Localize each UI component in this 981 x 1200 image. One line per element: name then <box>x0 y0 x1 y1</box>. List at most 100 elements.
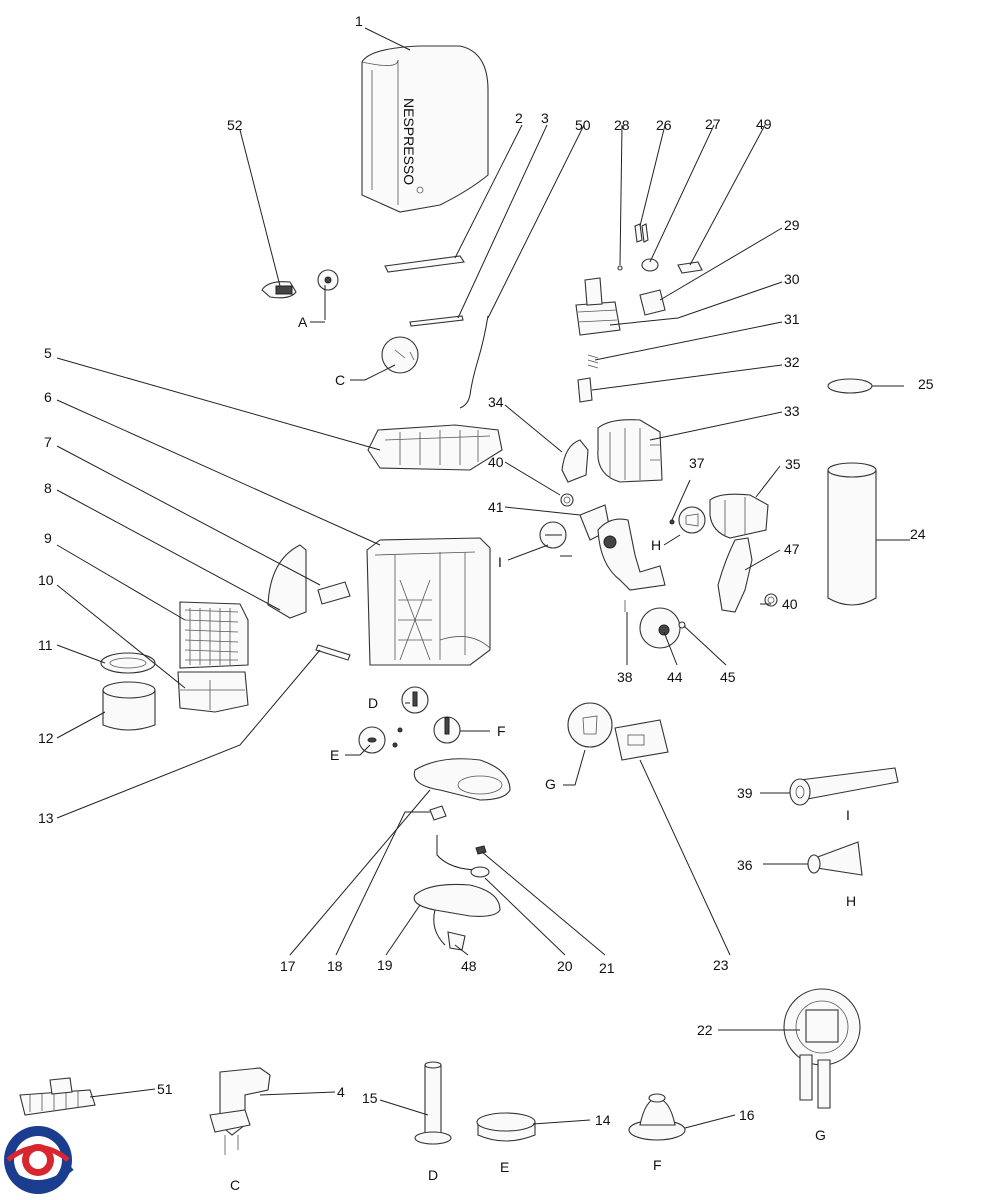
label-C2: C <box>230 1177 240 1193</box>
label-39: 39 <box>737 785 753 801</box>
label-32: 32 <box>784 354 800 370</box>
label-16: 16 <box>739 1107 755 1123</box>
part-4-c <box>209 1067 271 1155</box>
label-34: 34 <box>488 394 504 410</box>
company-logo <box>4 1126 74 1194</box>
label-H2: H <box>846 893 856 909</box>
part-40-washer-b <box>764 593 778 607</box>
label-41: 41 <box>488 499 504 515</box>
part-6-housing <box>366 537 491 666</box>
label-29: 29 <box>784 217 800 233</box>
part-22-valve-g <box>783 988 861 1109</box>
part-29 <box>639 289 666 316</box>
part-30-pump <box>575 277 621 336</box>
label-6: 6 <box>44 389 52 405</box>
callout-labels: 1 52 2 3 50 28 26 27 49 29 30 31 32 25 3… <box>38 13 934 1193</box>
label-19: 19 <box>377 957 393 973</box>
part-15-pin-d <box>414 1061 452 1145</box>
part-51-connector <box>19 1077 96 1116</box>
part-33-thermoblock <box>597 419 663 483</box>
label-E1: E <box>330 747 339 763</box>
part-52-lever <box>261 281 297 299</box>
part-11-tray-grid <box>100 652 156 674</box>
part-26 <box>634 223 649 243</box>
label-I2: I <box>846 807 850 823</box>
label-F1: F <box>497 723 506 739</box>
label-2: 2 <box>515 110 523 126</box>
label-35: 35 <box>785 456 801 472</box>
leader-lines <box>56 27 910 1129</box>
label-4: 4 <box>337 1084 345 1100</box>
label-A: A <box>298 314 308 330</box>
label-31: 31 <box>784 311 800 327</box>
part-10-drawer <box>177 671 249 713</box>
part-36-bushing-h <box>807 841 863 876</box>
label-D1: D <box>368 695 378 711</box>
label-12: 12 <box>38 730 54 746</box>
label-1: 1 <box>355 13 363 29</box>
label-28: 28 <box>614 117 630 133</box>
label-D2: D <box>428 1167 438 1183</box>
label-F2: F <box>653 1157 662 1173</box>
part-31-spring <box>587 354 599 369</box>
part-3-strip <box>409 315 464 327</box>
label-27: 27 <box>705 116 721 132</box>
part-16-knob-f <box>628 1093 686 1141</box>
label-5: 5 <box>44 345 52 361</box>
part-40-washer-a <box>560 493 574 507</box>
label-24: 24 <box>910 526 926 542</box>
label-49: 49 <box>756 116 772 132</box>
brand-text: NESPRESSO <box>401 98 417 185</box>
label-E2: E <box>500 1159 509 1175</box>
detail-c-circle <box>381 336 419 374</box>
part-5-frame-top <box>367 424 503 471</box>
label-22: 22 <box>697 1022 713 1038</box>
part-20 <box>470 866 490 878</box>
label-I1: I <box>498 554 502 570</box>
label-45: 45 <box>720 669 736 685</box>
label-13: 13 <box>38 810 54 826</box>
label-25: 25 <box>918 376 934 392</box>
part-8 <box>317 581 351 605</box>
label-26: 26 <box>656 117 672 133</box>
part-17-base <box>413 758 511 801</box>
label-37: 37 <box>689 455 705 471</box>
label-14: 14 <box>595 1112 611 1128</box>
part-2-strip <box>384 255 465 273</box>
detail-h-circle <box>678 506 706 534</box>
part-19-base <box>413 835 501 951</box>
label-50: 50 <box>575 117 591 133</box>
label-7: 7 <box>44 434 52 450</box>
part-38-brew-unit <box>597 518 666 612</box>
part-25-lid <box>827 378 873 394</box>
label-H1: H <box>651 537 661 553</box>
label-10: 10 <box>38 572 54 588</box>
label-38: 38 <box>617 669 633 685</box>
part-50-wire <box>459 315 489 409</box>
part-39-pin-i <box>789 767 899 806</box>
part-9-grille <box>179 601 249 669</box>
label-47: 47 <box>784 541 800 557</box>
part-13 <box>315 644 351 661</box>
part-49 <box>677 261 703 274</box>
part-1-top-cover: NESPRESSO <box>361 45 489 213</box>
part-21 <box>475 845 487 855</box>
label-40a: 40 <box>488 454 504 470</box>
label-8: 8 <box>44 480 52 496</box>
label-17: 17 <box>280 958 296 974</box>
label-36: 36 <box>737 857 753 873</box>
part-45 <box>678 621 686 629</box>
part-47-lever <box>717 537 753 613</box>
part-23-board <box>614 719 669 761</box>
part-18 <box>429 805 447 821</box>
label-30: 30 <box>784 271 800 287</box>
label-51: 51 <box>157 1081 173 1097</box>
detail-g-circle <box>567 702 613 748</box>
label-40b: 40 <box>782 596 798 612</box>
part-7 <box>267 544 307 619</box>
label-G1: G <box>545 776 556 792</box>
part-12-cup <box>102 681 156 731</box>
part-32 <box>577 377 593 403</box>
label-52: 52 <box>227 117 243 133</box>
label-20: 20 <box>557 958 573 974</box>
